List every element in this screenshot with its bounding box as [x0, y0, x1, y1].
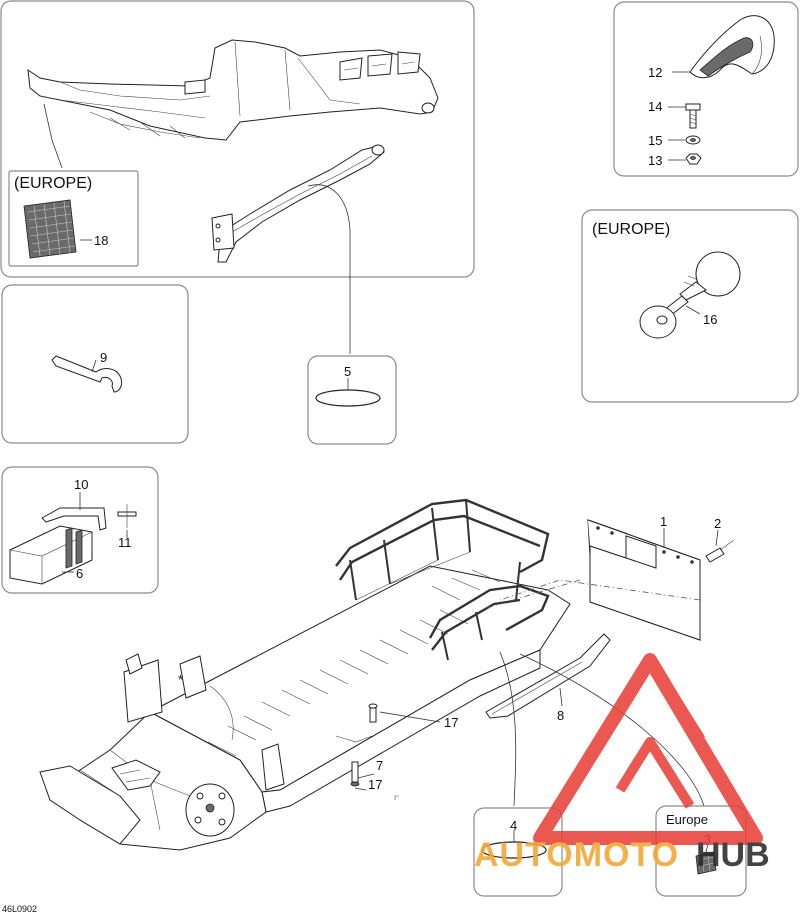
callout-12: 12: [648, 65, 662, 80]
callout-7: 7: [376, 758, 383, 773]
europe-label-reflector: (EUROPE): [14, 175, 92, 192]
callout-15: 15: [648, 133, 662, 148]
callout-16: 16: [703, 312, 717, 327]
europe-reflector-panel: [655, 805, 747, 897]
callout-13: 13: [648, 153, 662, 168]
snow-flap: [479, 519, 735, 641]
callout-10: 10: [74, 477, 88, 492]
seal-panel: [307, 355, 397, 445]
asterisk-mark: *: [178, 672, 183, 687]
watermark-text-hub: HUB: [696, 836, 770, 874]
cushion-panel: [1, 466, 159, 594]
side-deflector: [485, 633, 611, 719]
europe-label-horn: (EUROPE): [592, 221, 670, 238]
callout-9: 9: [100, 350, 107, 365]
leader-17b: [354, 787, 367, 791]
callout-11: 11: [118, 535, 132, 550]
wrench-panel: [1, 284, 189, 444]
bumper-panel: [0, 0, 475, 354]
callout-6: 6: [76, 566, 83, 581]
watermark-text-automoto: AUTOMOTO: [474, 836, 679, 874]
leader-17a: [379, 711, 441, 723]
callout-2: 2: [714, 516, 721, 531]
callout-14: 14: [648, 99, 662, 114]
callout-18: 18: [94, 233, 108, 248]
leader-3: [519, 653, 705, 807]
callout-17-lower: 17: [368, 777, 382, 792]
horn-panel: [581, 209, 799, 403]
callout-17-upper: 17: [444, 715, 458, 730]
watermark-logo: AUTOMOTO HUB: [474, 653, 770, 874]
leader-4: [499, 651, 517, 807]
callout-5: 5: [344, 364, 351, 379]
callout-1: 1: [660, 514, 667, 529]
europe-label-bottom: Europe: [666, 812, 708, 827]
fairing-hardware-panel: [613, 1, 799, 177]
reference-code: 46L0902: [2, 904, 37, 914]
callout-8: 8: [557, 708, 564, 723]
callout-4: 4: [510, 818, 517, 833]
leader-7: [357, 773, 375, 779]
frame-assembly: [39, 498, 571, 851]
